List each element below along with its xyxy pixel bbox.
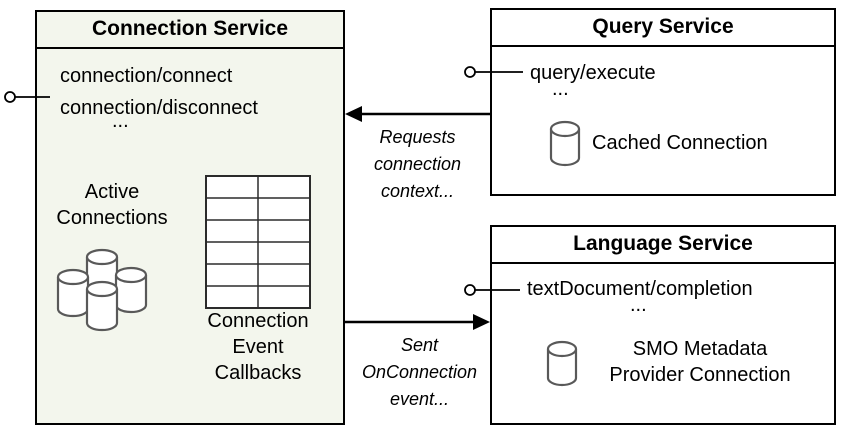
connection-connect-method: connection/connect [60,65,233,87]
query-methods-ellipsis: ... [552,78,569,100]
connection-event-callbacks-label: Connection Event Callbacks [207,310,309,384]
cached-connection-database-icon [549,120,581,167]
requests-connection-context-label: Requests connection context... [373,127,462,201]
query-execute-method: query/execute [530,62,656,84]
language-methods-ellipsis: ... [630,294,647,316]
connection-callbacks-table-icon [205,175,311,309]
language-service-title: Language Service [492,227,834,264]
query-service-box: Query Service [490,8,836,196]
active-connections-database-cluster-icon [56,248,148,332]
connection-service-title: Connection Service [37,12,343,49]
query-service-title: Query Service [492,10,834,47]
cached-connection-label: Cached Connection [592,132,768,154]
requests-connection-arrow [345,106,490,122]
textdocument-completion-method: textDocument/completion [527,278,753,300]
database-cylinder-icon [56,268,90,318]
sent-onconnection-arrow [345,314,490,330]
connection-disconnect-method: connection/disconnect [60,97,258,119]
connection-methods-ellipsis: ... [112,110,129,132]
smo-metadata-provider-connection-label: SMO Metadata Provider Connection [609,338,791,386]
smo-metadata-database-icon [546,340,578,387]
sent-onconnection-event-label: Sent OnConnection event... [361,335,478,409]
active-connections-label: Active Connections [56,181,168,229]
language-service-box: Language Service [490,225,836,425]
database-cylinder-icon [114,266,148,314]
database-cylinder-icon [85,280,119,332]
